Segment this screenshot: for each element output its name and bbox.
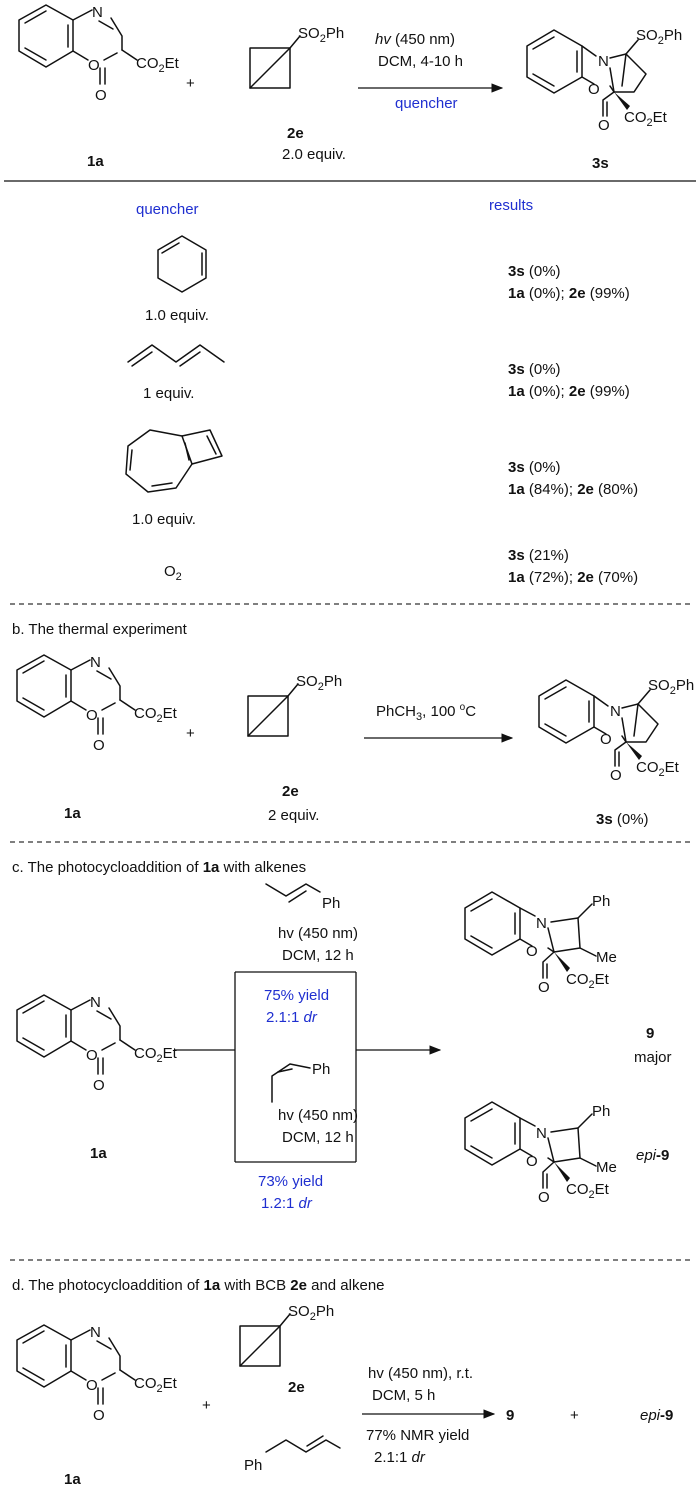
result-3s-row-4: 3s (21%)	[508, 547, 569, 564]
lower-condition-light: hv (450 nm)	[278, 1107, 358, 1124]
upper-condition-light: hv (450 nm)	[278, 925, 358, 942]
molecule-1a	[18, 3, 181, 105]
result-1a-2e-row-4: 1a (72%); 2e (70%)	[508, 569, 638, 586]
quencher-amount-3: 1.0 equiv.	[132, 511, 196, 528]
section-title-c: c. The photocycloaddition of 1a with alk…	[12, 859, 306, 876]
compound-label-2e-d: 2e	[288, 1379, 305, 1396]
product-epi-9-d: epi-9	[640, 1407, 673, 1424]
yield-d: 77% NMR yield	[366, 1427, 469, 1444]
reagent-amount: 2.0 equiv.	[282, 146, 346, 163]
reagent-amount-b: 2 equiv.	[268, 807, 319, 824]
lower-condition-solvent: DCM, 12 h	[282, 1129, 354, 1146]
compound-label-1a: 1a	[87, 153, 104, 170]
compound-label-1a-b: 1a	[64, 805, 81, 822]
molecule-9	[464, 891, 618, 997]
plus-sign-d2: +	[570, 1407, 579, 1424]
alkene-cis-methylstyrene	[271, 1063, 311, 1103]
condition-solvent-time: DCM, 4-10 h	[378, 53, 463, 70]
lower-dr: 1.2:1 dr	[261, 1195, 313, 1212]
condition-solvent-d: DCM, 5 h	[372, 1387, 435, 1404]
condition-light: hv (450 nm)	[375, 31, 455, 48]
thermal-conditions: PhCH3, 100 oC	[376, 702, 476, 723]
result-1a-2e-row-3: 1a (84%); 2e (80%)	[508, 481, 638, 498]
result-1a-2e-row-2: 1a (0%); 2e (99%)	[508, 383, 630, 400]
column-header-quencher: quencher	[136, 201, 199, 218]
result-3s-row-2: 3s (0%)	[508, 361, 561, 378]
compound-label-2e-b: 2e	[282, 783, 299, 800]
quencher-piperylene	[127, 344, 225, 367]
compound-label-epi-9: epi-9	[636, 1147, 669, 1164]
quencher-amount-2: 1 equiv.	[143, 385, 194, 402]
molecule-2e	[249, 24, 345, 89]
molecule-1a-c	[16, 993, 179, 1095]
quencher-condition: quencher	[395, 95, 458, 112]
molecule-3s	[526, 26, 683, 135]
molecule-1a-b	[16, 653, 179, 755]
alkene-phenyl-label-d: Ph	[244, 1457, 262, 1474]
section-title-b: b. The thermal experiment	[12, 621, 188, 638]
quencher-azulene	[125, 429, 223, 493]
product-9-d: 9	[506, 1407, 514, 1424]
plus-sign-d1: +	[202, 1397, 211, 1414]
upper-dr: 2.1:1 dr	[266, 1009, 318, 1026]
lower-yield: 73% yield	[258, 1173, 323, 1190]
alkene-trans-methylstyrene	[265, 883, 321, 903]
compound-label-3s: 3s	[592, 155, 609, 172]
compound-label-1a-c: 1a	[90, 1145, 107, 1162]
product-3s-b: 3s (0%)	[596, 811, 649, 828]
column-header-results: results	[489, 197, 533, 214]
dr-d: 2.1:1 dr	[374, 1449, 426, 1466]
plus-sign: +	[186, 75, 195, 92]
molecule-3s-b	[538, 676, 695, 785]
alkene-trans-methylstyrene-d	[265, 1435, 341, 1453]
result-3s-row-1: 3s (0%)	[508, 263, 561, 280]
quencher-amount-1: 1.0 equiv.	[145, 307, 209, 324]
condition-light-d: hv (450 nm), r.t.	[368, 1365, 473, 1382]
alkene-phenyl-label: Ph	[322, 895, 340, 912]
alkene-phenyl-label: Ph	[312, 1061, 330, 1078]
section-title-d: d. The photocycloaddition of 1a with BCB…	[12, 1277, 385, 1294]
quencher-cyclohexadiene	[157, 235, 207, 293]
molecule-1a-d	[16, 1323, 179, 1425]
result-3s-row-3: 3s (0%)	[508, 459, 561, 476]
result-1a-2e-row-1: 1a (0%); 2e (99%)	[508, 285, 630, 302]
upper-condition-solvent: DCM, 12 h	[282, 947, 354, 964]
compound-label-9: 9	[646, 1025, 654, 1042]
upper-yield: 75% yield	[264, 987, 329, 1004]
quencher-oxygen: O2	[164, 563, 182, 583]
molecule-2e-d	[239, 1302, 335, 1367]
compound-label-2e: 2e	[287, 125, 304, 142]
compound-label-1a-d: 1a	[64, 1471, 81, 1488]
major-isomer-label: major	[634, 1049, 672, 1066]
plus-sign-b: +	[186, 725, 195, 742]
molecule-epi-9	[464, 1101, 618, 1207]
molecule-2e-b	[247, 672, 343, 737]
